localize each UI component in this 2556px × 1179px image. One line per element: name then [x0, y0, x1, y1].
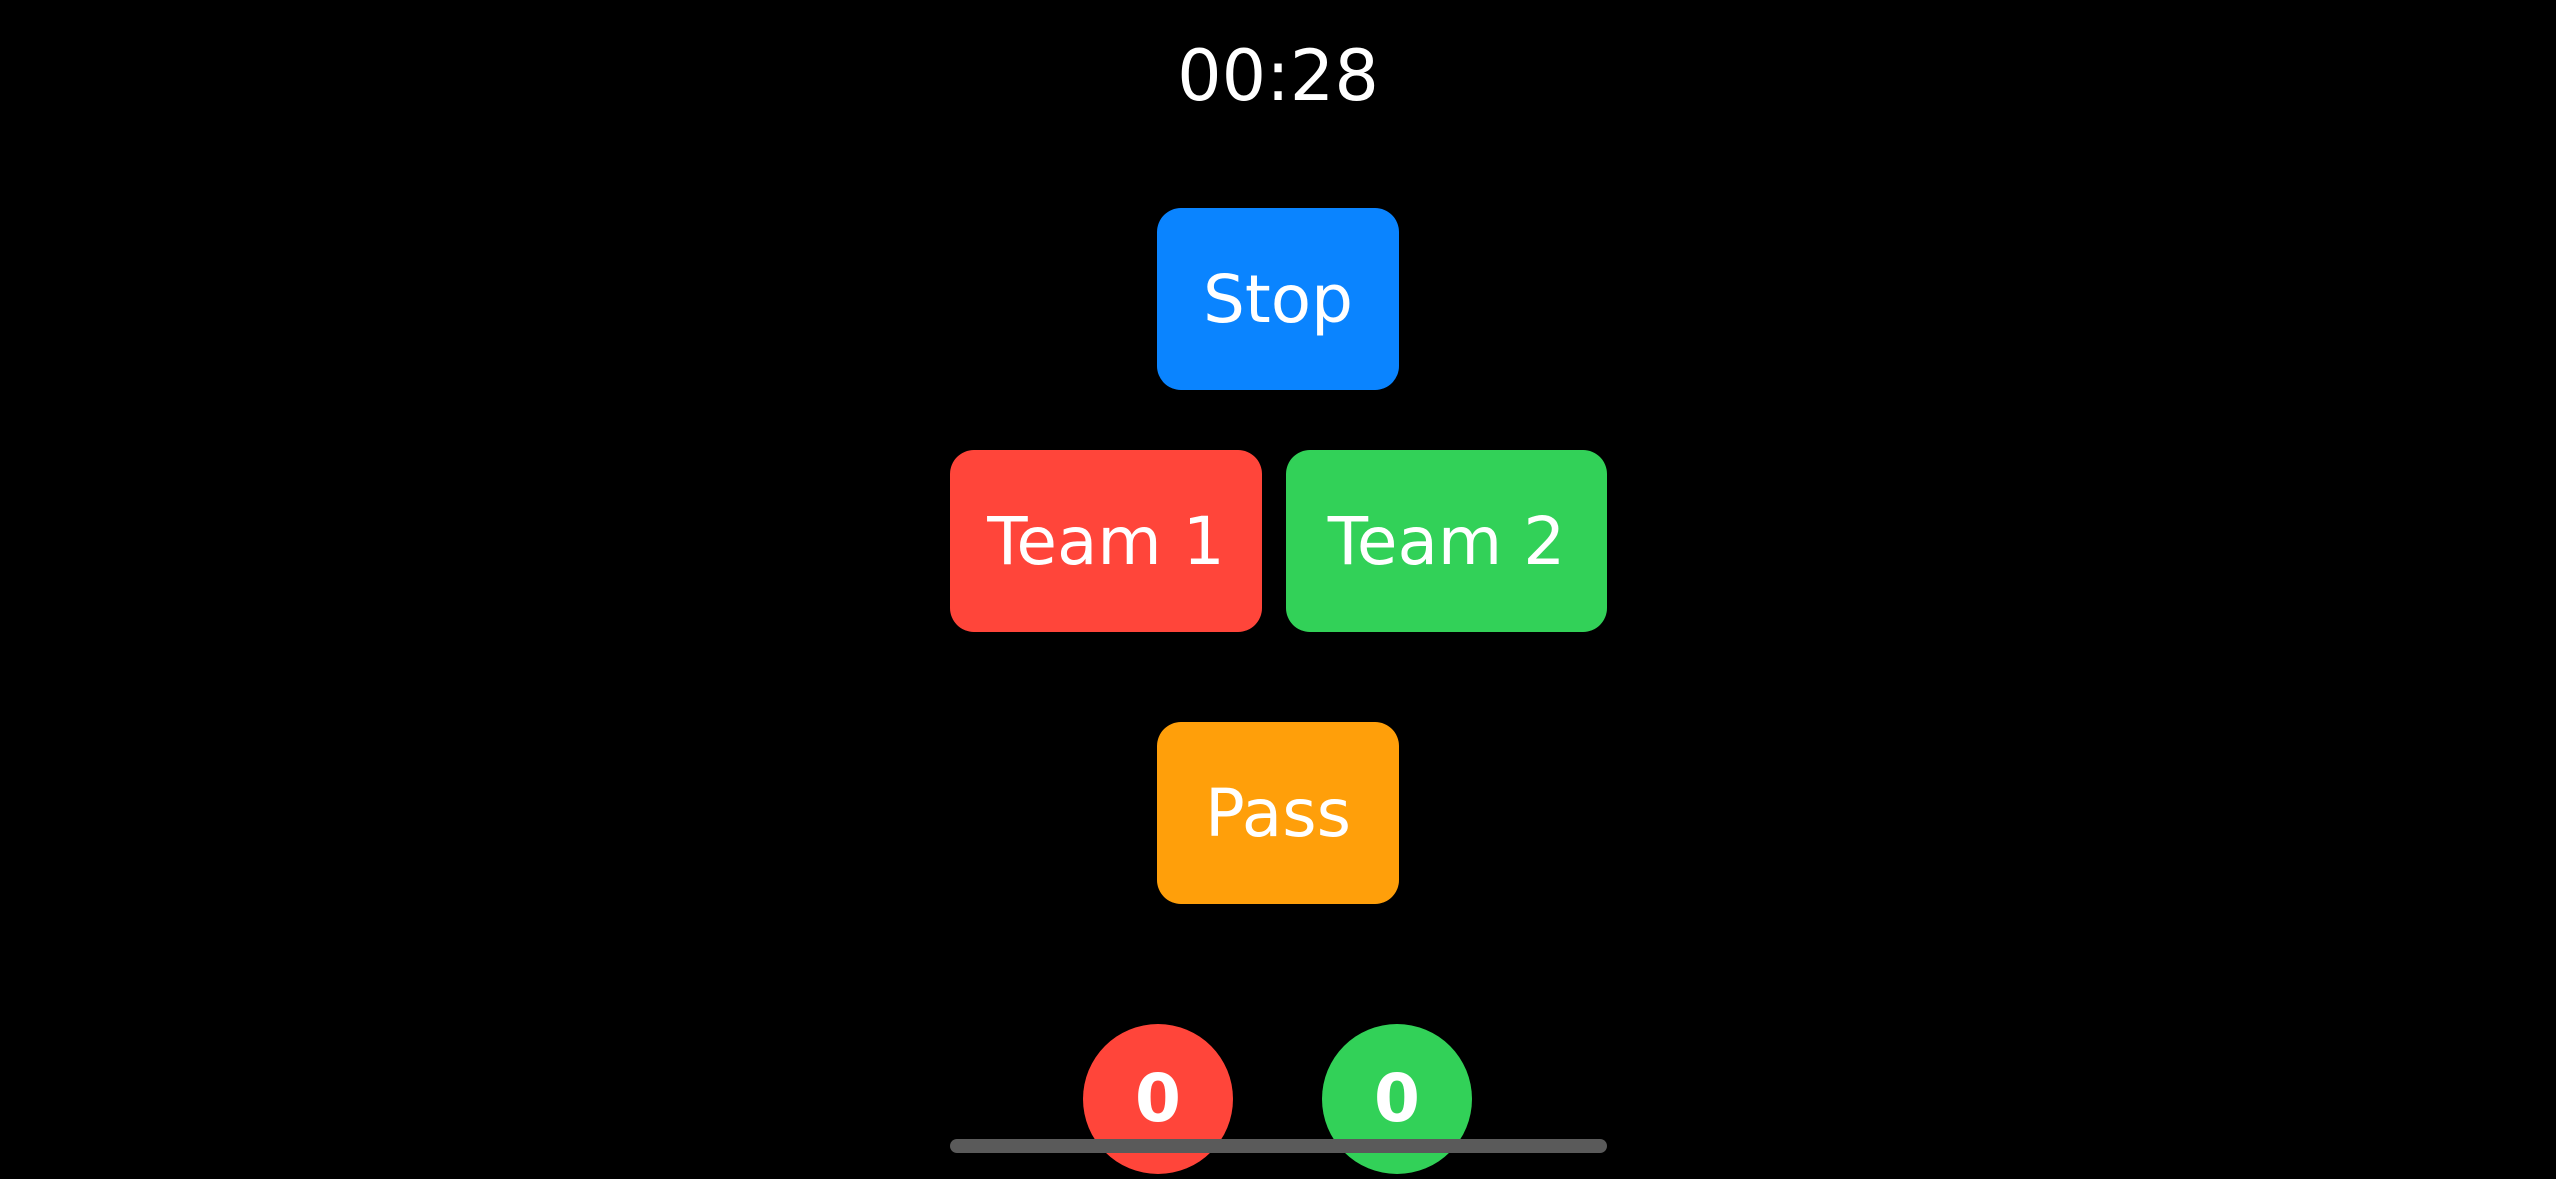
pass-button-label: Pass [1204, 774, 1352, 852]
team1-button-label: Team 1 [987, 502, 1225, 580]
home-indicator[interactable] [950, 1139, 1607, 1153]
team2-score-value: 0 [1374, 1060, 1420, 1137]
team2-button-label: Team 2 [1327, 502, 1566, 580]
pass-button[interactable]: Pass [1157, 722, 1399, 904]
timer-display: 00:28 [1177, 35, 1379, 117]
stop-button-label: Stop [1202, 260, 1354, 338]
team1-score-value: 0 [1135, 1060, 1181, 1137]
team2-button[interactable]: Team 2 [1286, 450, 1607, 632]
stop-button[interactable]: Stop [1157, 208, 1399, 390]
team1-button[interactable]: Team 1 [950, 450, 1262, 632]
